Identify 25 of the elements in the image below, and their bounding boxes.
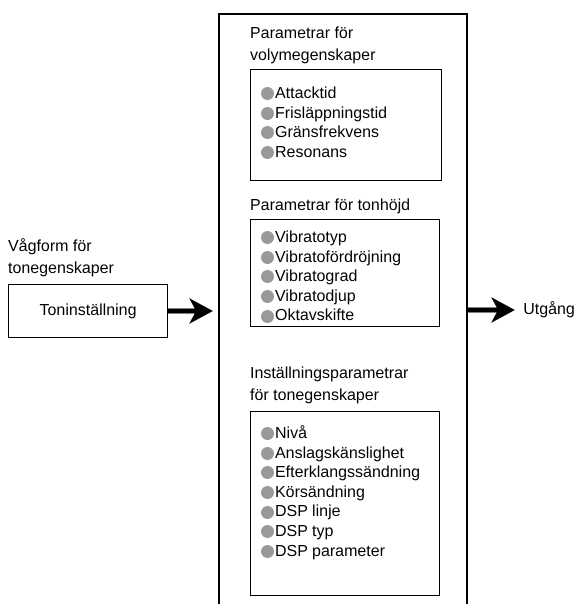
output-label: Utgång <box>517 296 581 324</box>
section-heading: Parametrar för tonhöjd <box>250 196 412 216</box>
list-item: DSP typ <box>275 522 334 542</box>
list-item: Körsändning <box>275 482 365 502</box>
list-item: Frisläppningstid <box>275 104 388 124</box>
list-item: Vibratotyp <box>275 228 347 248</box>
list-item: Oktavskifte <box>275 306 354 326</box>
list-item: Vibratofördröjning <box>275 248 402 268</box>
list-item: Attacktid <box>275 84 336 104</box>
list-item: Resonans <box>275 142 348 162</box>
list-item: Gränsfrekvens <box>275 123 380 143</box>
list-item: Vibratodjup <box>275 286 356 306</box>
list-item: Vibratograd <box>275 267 358 287</box>
list-item: DSP parameter <box>275 542 385 562</box>
list-item: Anslagskänslighet <box>275 444 404 464</box>
list-item: DSP linje <box>275 502 341 522</box>
container-box <box>218 13 468 604</box>
arrow <box>168 298 213 324</box>
list-item: Efterklangssändning <box>275 463 420 483</box>
process-box: Toninställning <box>8 284 168 338</box>
list-item: Nivå <box>275 424 308 444</box>
section-heading: Vågform för tonegenskaper <box>8 237 115 279</box>
section-heading: Parametrar för volymegenskaper <box>250 24 376 66</box>
arrow <box>468 297 515 323</box>
section-heading: Inställningsparametrar för tonegenskaper <box>250 364 410 406</box>
